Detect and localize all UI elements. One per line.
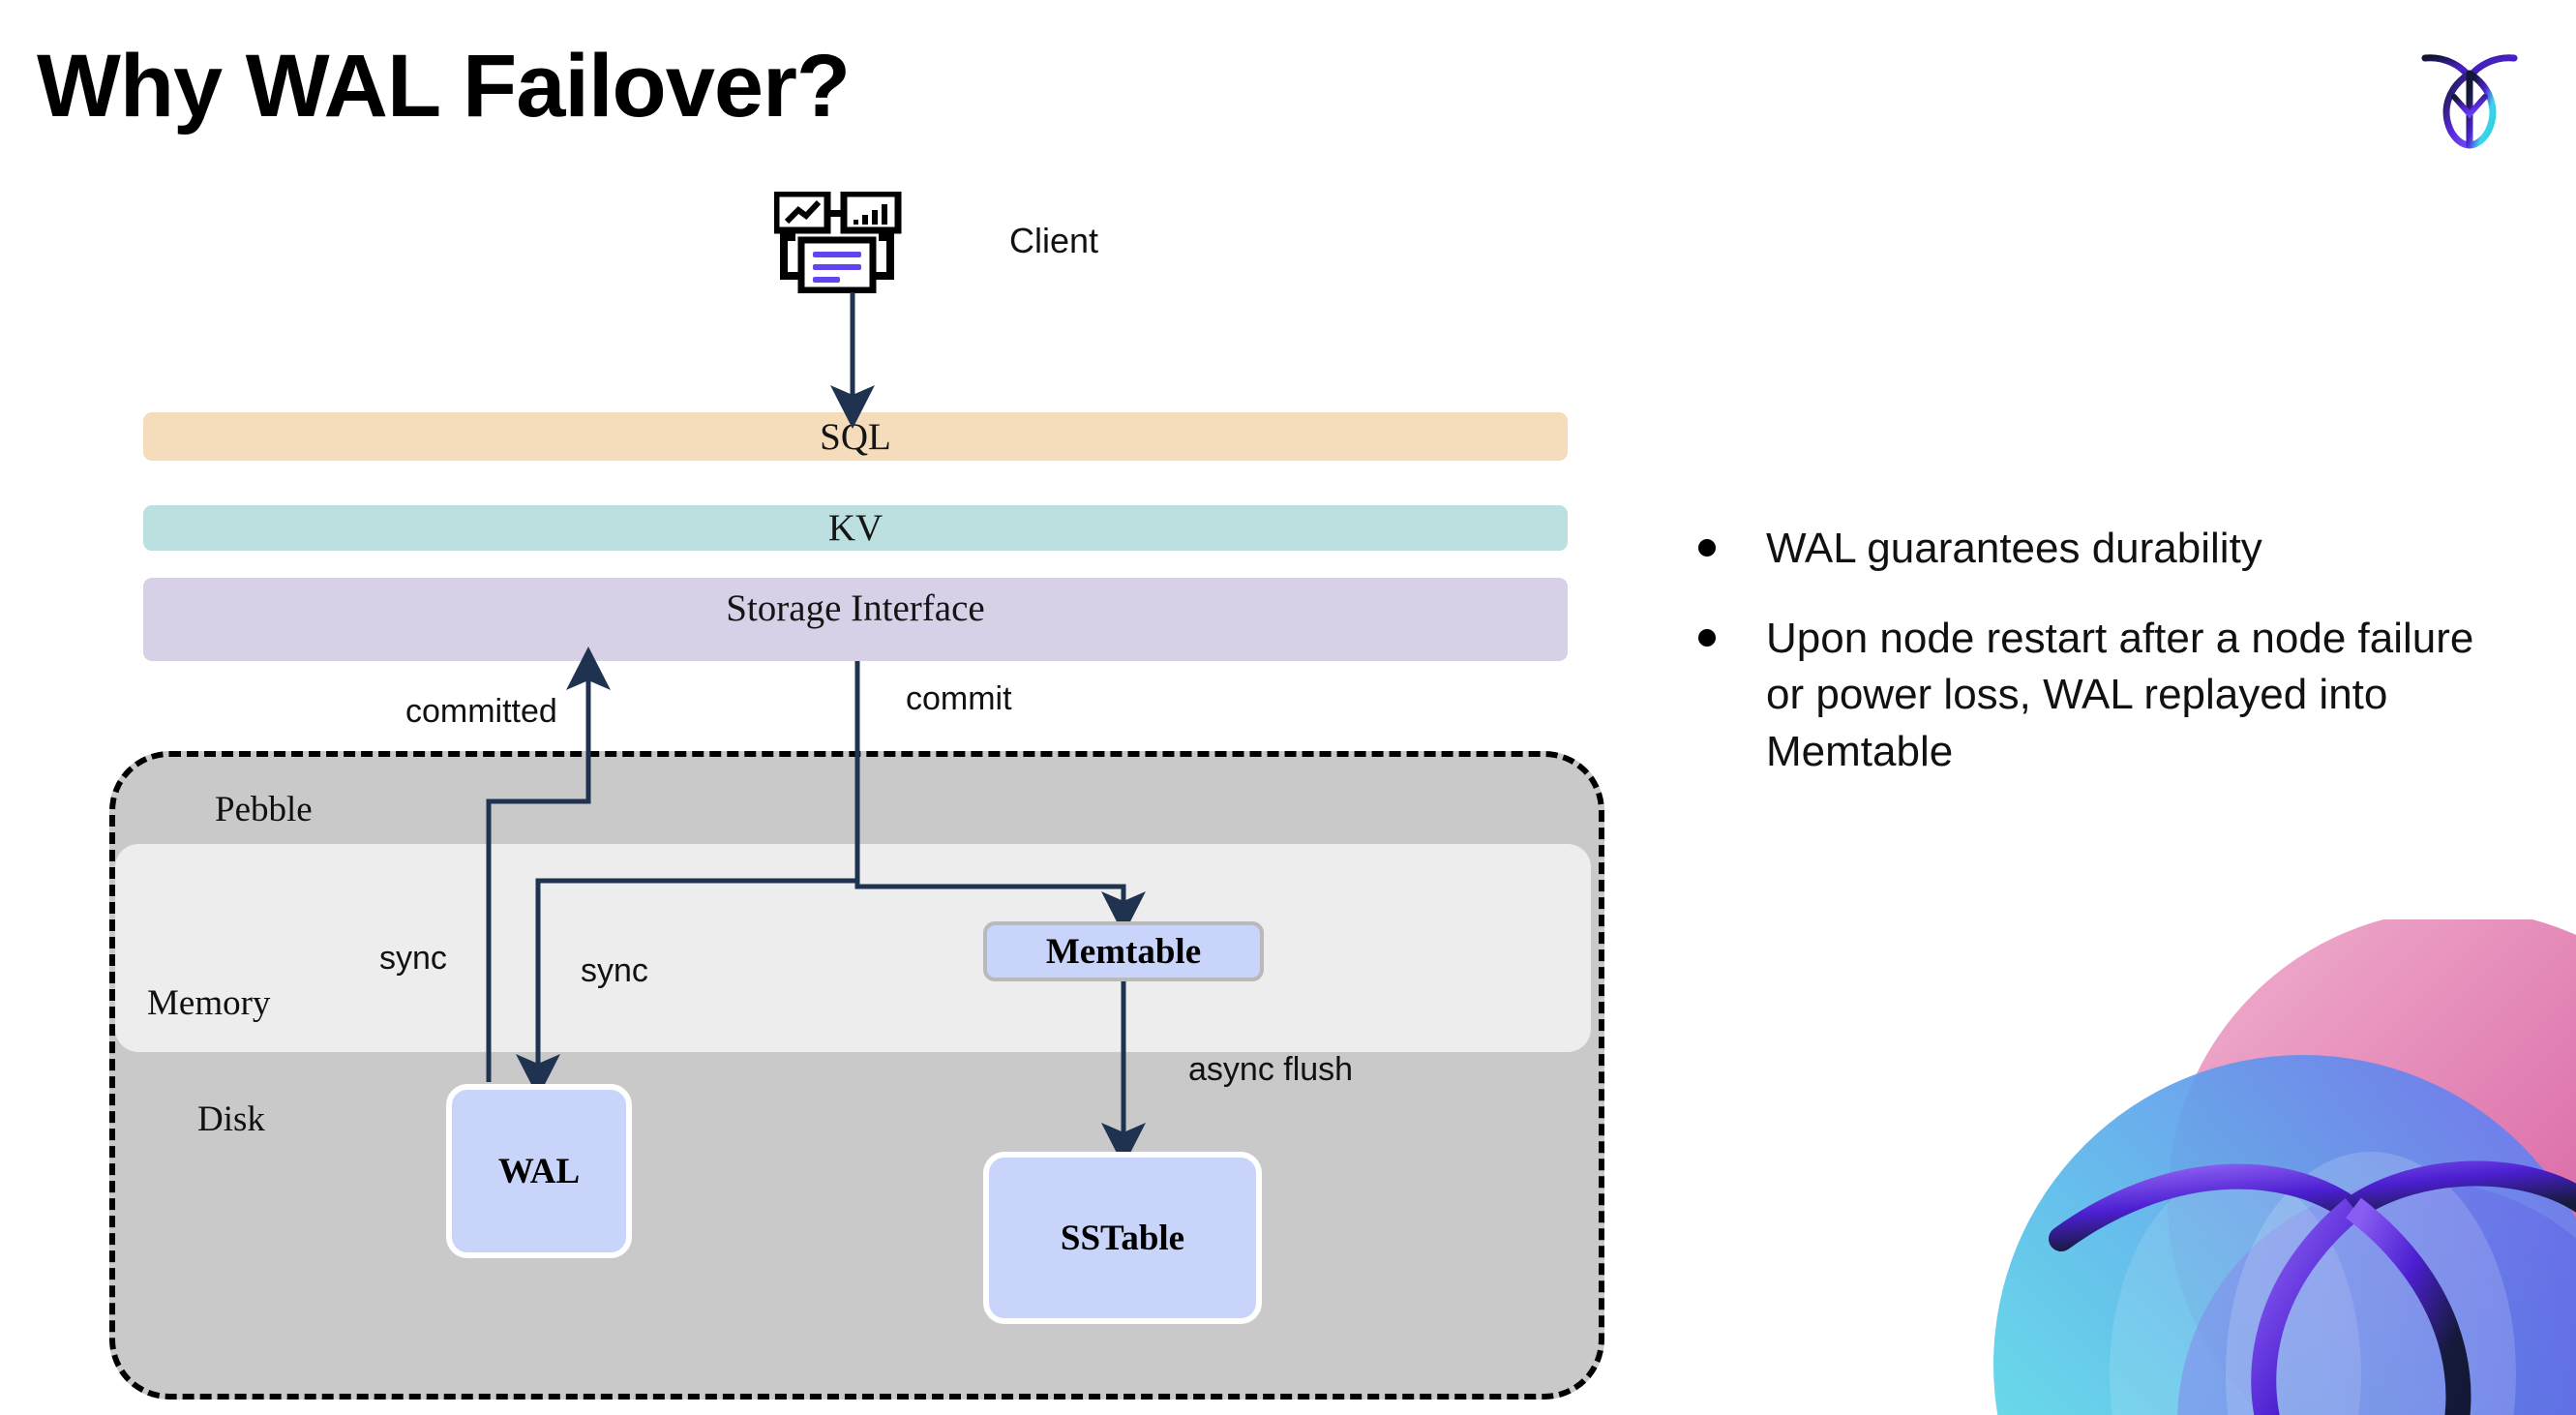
edge-label-commit: commit xyxy=(906,680,1012,717)
cockroach-leaf-watermark-icon xyxy=(1916,919,2576,1415)
region-label-memory: Memory xyxy=(147,983,271,1023)
layer-bar-sql: SQL xyxy=(143,412,1568,461)
cockroach-leaf-logo-icon xyxy=(2411,37,2528,151)
client-dashboard-icon xyxy=(772,190,929,294)
list-item: WAL guarantees durability xyxy=(1698,521,2501,578)
node-label-wal: WAL xyxy=(497,1151,581,1191)
bullet-dot-icon xyxy=(1698,539,1716,557)
layer-label-kv: KV xyxy=(827,507,884,549)
bullet-list: WAL guarantees durability Upon node rest… xyxy=(1698,521,2501,813)
region-label-pebble: Pebble xyxy=(215,790,313,829)
edge-label-async-flush: async flush xyxy=(1188,1051,1354,1088)
node-memtable: Memtable xyxy=(983,921,1264,981)
edge-label-sync-wal-write: sync xyxy=(581,952,648,989)
memory-region xyxy=(115,844,1591,1052)
layer-bar-storage-interface: Storage Interface xyxy=(143,578,1568,661)
client-label: Client xyxy=(1009,221,1099,260)
node-label-memtable: Memtable xyxy=(1045,931,1202,972)
page-title: Why WAL Failover? xyxy=(37,37,851,135)
layer-bar-kv: KV xyxy=(143,505,1568,551)
region-label-disk: Disk xyxy=(197,1099,265,1139)
bullet-text: WAL guarantees durability xyxy=(1766,525,2262,572)
list-item: Upon node restart after a node failure o… xyxy=(1698,611,2501,781)
node-wal: WAL xyxy=(446,1084,632,1258)
layer-label-storage-interface: Storage Interface xyxy=(726,587,985,629)
pebble-container xyxy=(109,751,1604,1400)
layer-label-sql: SQL xyxy=(820,415,891,458)
bullet-dot-icon xyxy=(1698,628,1716,647)
node-label-sstable: SSTable xyxy=(1060,1218,1185,1258)
bullet-text: Upon node restart after a node failure o… xyxy=(1766,614,2474,775)
node-sstable: SSTable xyxy=(983,1152,1262,1324)
edge-label-committed: committed xyxy=(405,693,557,730)
edge-label-sync-wal-ack: sync xyxy=(379,940,447,977)
